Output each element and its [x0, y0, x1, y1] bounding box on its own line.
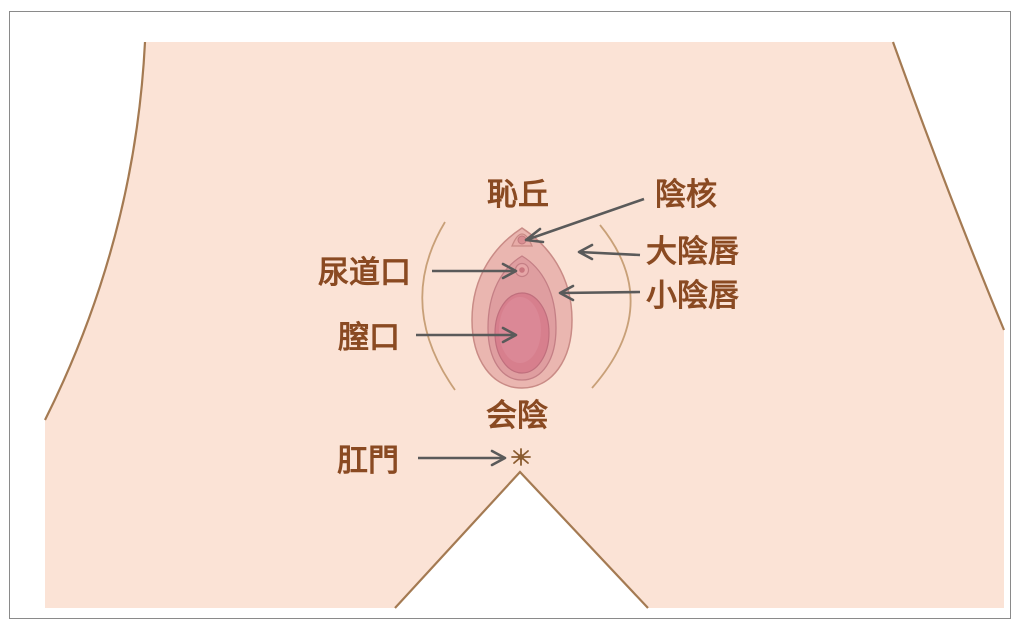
vaginal-opening-highlight: [499, 297, 541, 363]
crotch-outline: [394, 470, 649, 609]
anus-arrowhead: [490, 449, 507, 467]
labia-majora-arrow: [578, 250, 641, 257]
label-perineum: 会陰: [486, 398, 548, 434]
urethral-arrowhead: [501, 262, 518, 280]
label-clitoris: 陰核: [655, 177, 717, 213]
right-hip-outline: [891, 41, 1006, 331]
label-vaginal-opening: 膣口: [338, 320, 400, 356]
label-anus: 肛門: [337, 443, 399, 479]
labia-majora-right-curve: [591, 224, 632, 389]
anus-shape: [511, 448, 531, 466]
clitoris-arrow: [525, 197, 645, 242]
clitoris-arrowhead: [524, 227, 545, 244]
label-labia-majora: 大陰唇: [646, 234, 739, 270]
label-labia-minora: 小陰唇: [646, 278, 739, 314]
label-urethral-opening: 尿道口: [318, 255, 411, 291]
labia-majora-arrowhead: [577, 243, 594, 261]
labia-minora-arrowhead: [558, 284, 575, 302]
label-mons-pubis: 恥丘: [487, 177, 549, 213]
left-hip-outline: [44, 41, 147, 421]
vaginal-arrowhead: [501, 326, 518, 344]
labia-majora-left-curve: [421, 221, 456, 391]
labia-minora-arrow: [559, 290, 641, 295]
urethral-opening-inner: [519, 267, 525, 273]
